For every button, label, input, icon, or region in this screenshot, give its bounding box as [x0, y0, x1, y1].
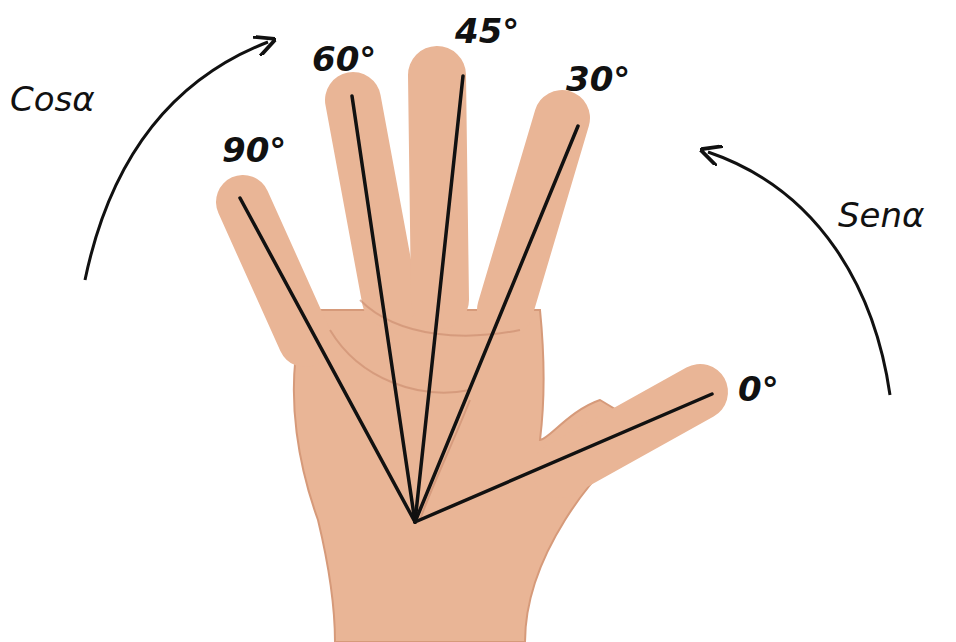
function-label: Cosα: [10, 82, 95, 116]
angle-label: 60°: [312, 42, 376, 76]
function-label: Senα: [838, 198, 924, 232]
angle-label: 30°: [566, 62, 630, 96]
hand: [243, 75, 700, 642]
angle-label: 0°: [738, 372, 779, 406]
angle-lines: [240, 76, 712, 522]
angle-label: 45°: [455, 14, 519, 48]
sen-arrow: [708, 152, 890, 395]
angle-label: 90°: [222, 133, 286, 167]
